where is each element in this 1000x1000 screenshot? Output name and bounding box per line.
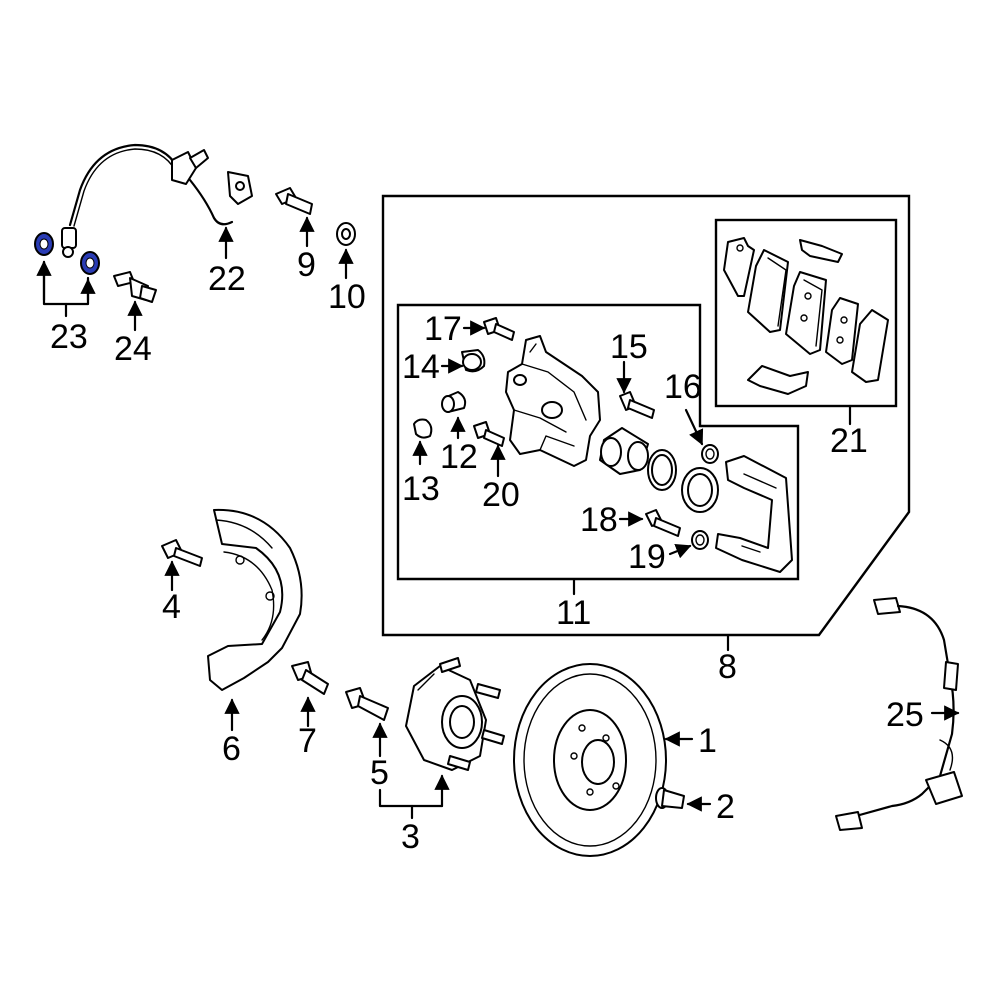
caliper-bracket[interactable]: [715, 455, 793, 573]
leader-lines: [36, 216, 960, 820]
callout-15: 15: [610, 328, 648, 366]
callout-2: 2: [716, 788, 735, 826]
part-17-bolt[interactable]: [483, 317, 515, 341]
dust-boot[interactable]: [681, 467, 719, 513]
callout-3: 3: [401, 818, 420, 856]
part-12-bleeder[interactable]: [441, 391, 467, 413]
part-14-cap[interactable]: [461, 349, 486, 373]
callout-23: 23: [50, 318, 88, 356]
part-15-guide-pin[interactable]: [619, 391, 655, 419]
part-21-brake-pads[interactable]: [723, 237, 889, 395]
callout-10: 10: [328, 278, 366, 316]
part-16-boot[interactable]: [701, 444, 719, 464]
callout-6: 6: [222, 730, 241, 768]
piston-seal[interactable]: [647, 449, 677, 491]
callout-11: 11: [556, 594, 591, 632]
callout-20: 20: [482, 476, 520, 514]
part-5-hub-bolt[interactable]: [345, 687, 389, 721]
part-2-screw[interactable]: [655, 787, 685, 809]
part-13-cap[interactable]: [413, 418, 433, 439]
callout-labels: 22 9 10 23 24 17 14 15 16 12 13 20 18 19…: [50, 246, 924, 856]
callout-19: 19: [628, 538, 666, 576]
callout-16: 16: [664, 368, 702, 406]
callout-24: 24: [114, 330, 152, 368]
callout-21: 21: [830, 422, 868, 460]
callout-18: 18: [580, 501, 618, 539]
part-9-bolt[interactable]: [275, 187, 313, 215]
part-20-bolt[interactable]: [473, 421, 505, 447]
caliper-piston[interactable]: [599, 427, 649, 475]
part-18-pin[interactable]: [645, 509, 681, 537]
callout-8: 8: [718, 648, 737, 686]
caliper-body[interactable]: [505, 335, 601, 467]
callout-5: 5: [370, 754, 389, 792]
callout-1: 1: [698, 722, 717, 760]
part-6-dust-shield[interactable]: [207, 508, 303, 691]
callout-7: 7: [298, 722, 317, 760]
caliper-11-box: [396, 303, 800, 581]
part-10-washer[interactable]: [336, 222, 356, 246]
part-22-brake-hose[interactable]: [61, 143, 253, 258]
part-19-boot[interactable]: [691, 530, 709, 550]
pad-kit-21-box: [714, 218, 898, 408]
callout-17: 17: [424, 310, 462, 348]
callout-25: 25: [886, 696, 924, 734]
callout-12: 12: [440, 438, 478, 476]
callout-9: 9: [297, 246, 316, 284]
part-4-bolt[interactable]: [161, 539, 203, 567]
assembly-8-box: [381, 194, 911, 637]
part-1-rotor[interactable]: [513, 663, 667, 857]
callout-4: 4: [162, 588, 181, 626]
callout-14: 14: [402, 348, 440, 386]
part-7-bolt[interactable]: [291, 661, 329, 695]
callout-22: 22: [208, 260, 246, 298]
callout-13: 13: [402, 470, 440, 508]
part-24-bolt[interactable]: [113, 271, 157, 303]
part-23-washers[interactable]: [34, 232, 100, 275]
hub-assembly[interactable]: [405, 657, 505, 771]
